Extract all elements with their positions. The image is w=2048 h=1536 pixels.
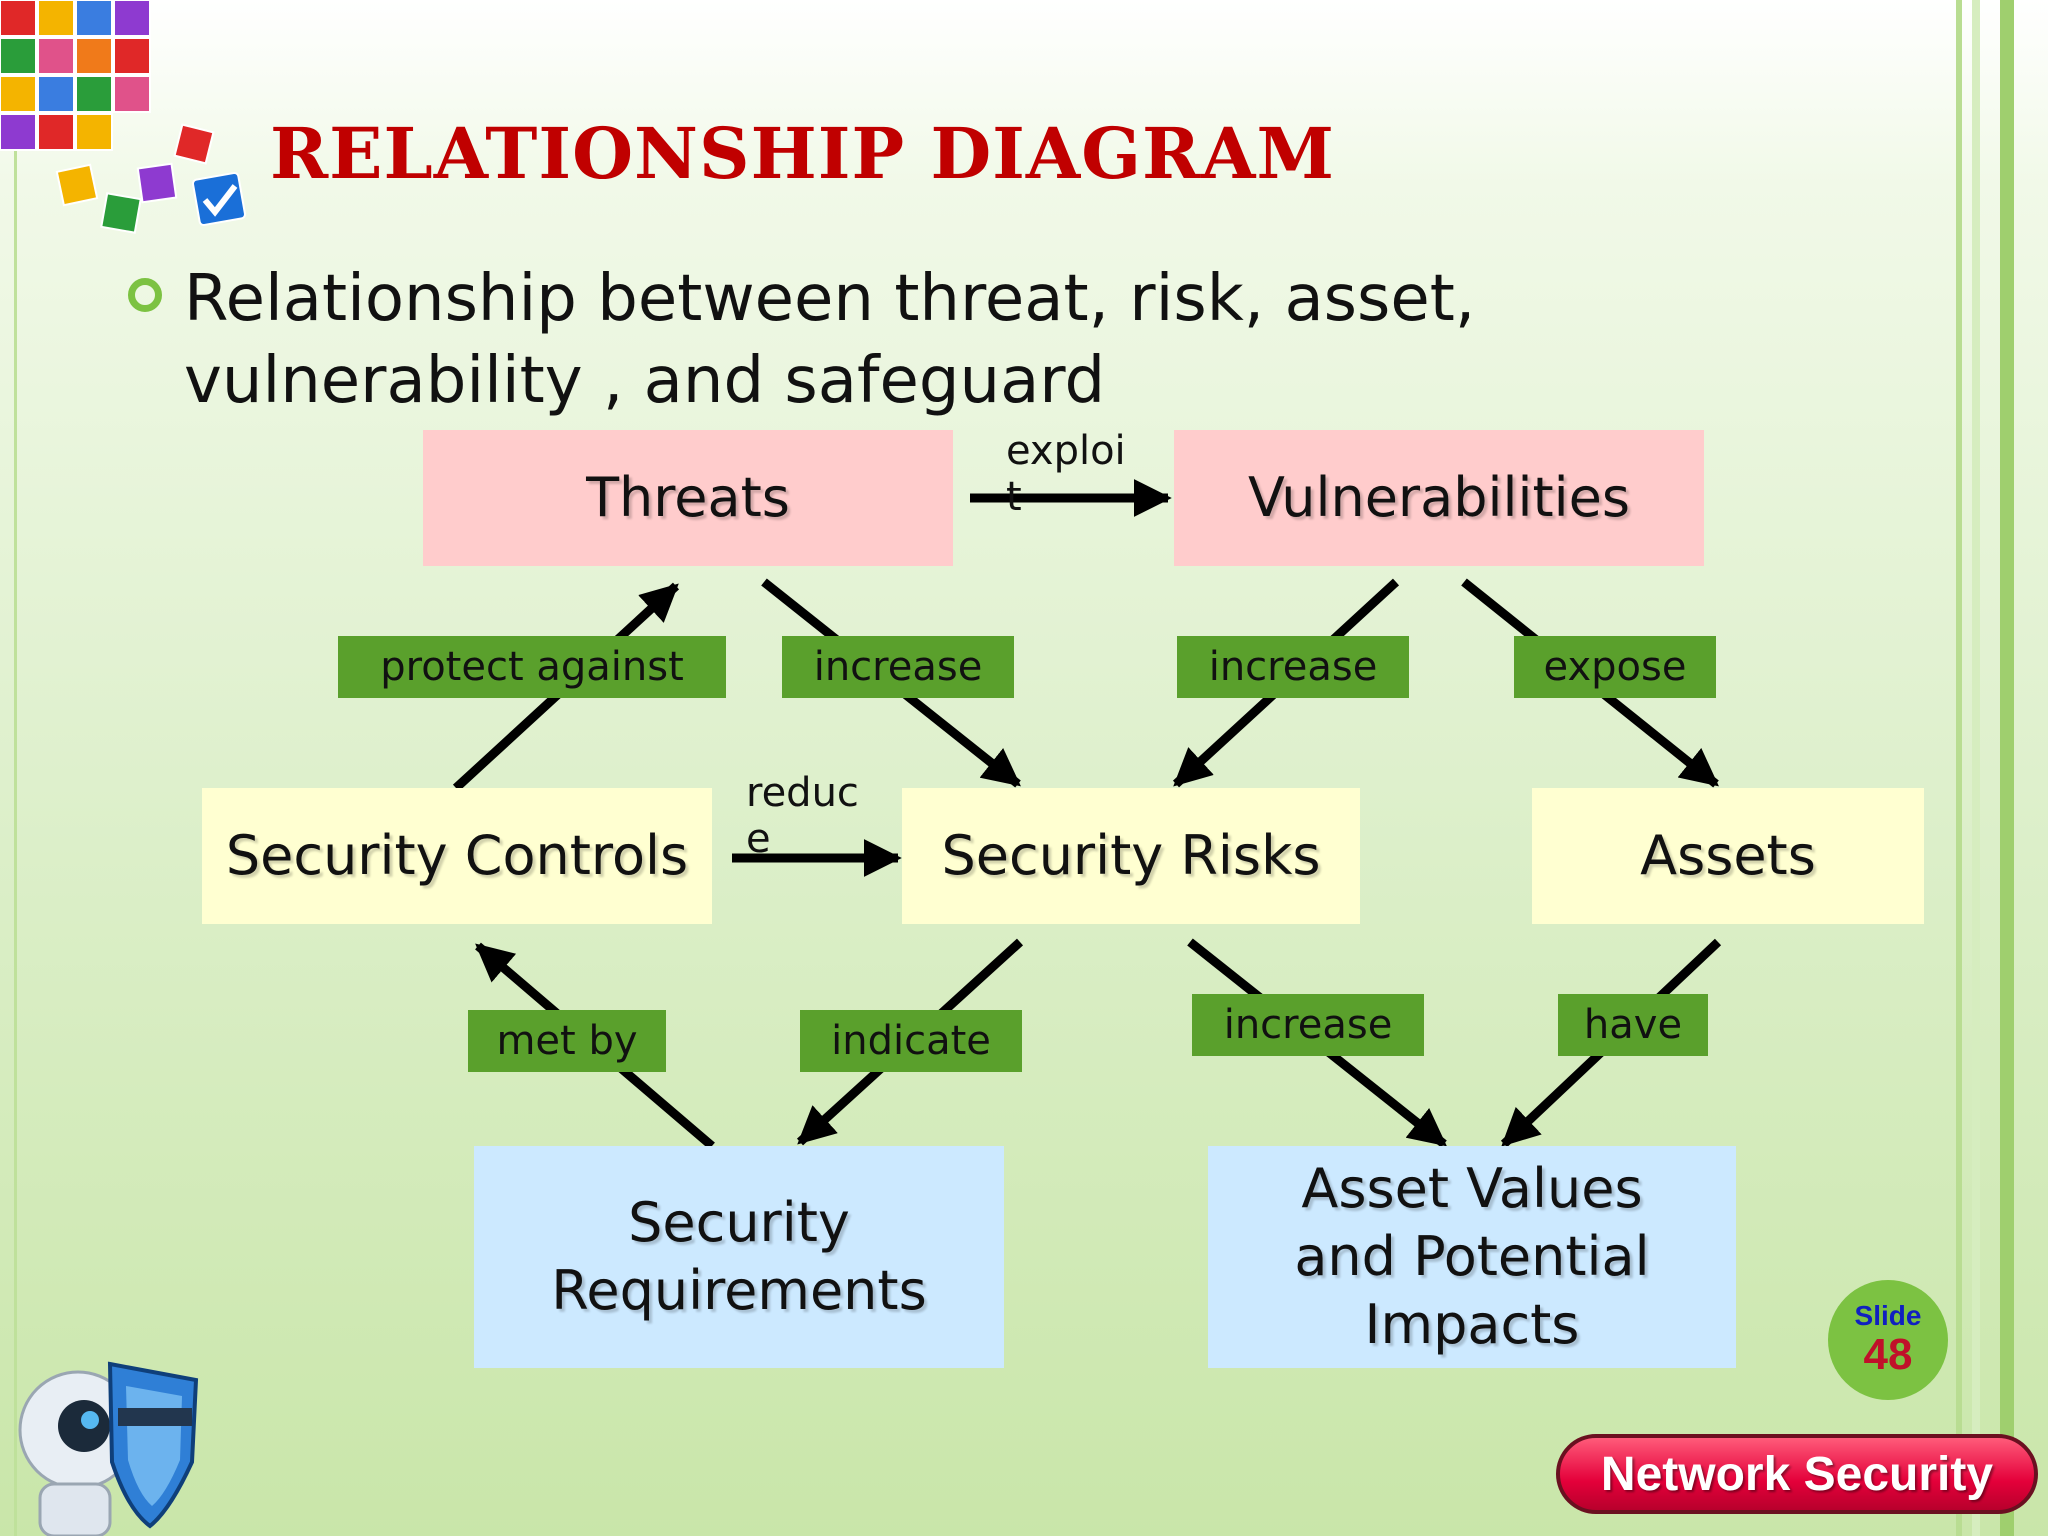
slide-number-badge: Slide 48	[1828, 1280, 1948, 1400]
page-title: RELATIONSHIP DIAGRAM	[270, 112, 1335, 195]
slide-label: Slide	[1854, 1300, 1922, 1331]
node-vulnerabilities: Vulnerabilities	[1174, 430, 1704, 566]
label-increase: increase	[1177, 636, 1409, 698]
node-assets: Assets	[1532, 788, 1924, 924]
label-met-by: met by	[468, 1010, 666, 1072]
left-stripe	[14, 0, 17, 1536]
label-expose: expose	[1514, 636, 1716, 698]
bullet-circle-icon	[128, 278, 162, 312]
node-threats: Threats	[423, 430, 953, 566]
node-security-requirements: Security Requirements	[474, 1146, 1004, 1368]
cubes-logo-icon	[0, 0, 247, 234]
slide-number: 48	[1863, 1330, 1913, 1379]
node-security-controls: Security Controls	[202, 788, 712, 924]
node-asset-values: Asset Values and Potential Impacts	[1208, 1146, 1736, 1368]
right-stripe	[1956, 0, 1962, 1536]
label-protect-against: protect against	[338, 636, 726, 698]
right-stripe	[1972, 0, 1980, 1536]
node-security-risks: Security Risks	[902, 788, 1360, 924]
label-have: have	[1558, 994, 1708, 1056]
bullet-text: Relationship between threat, risk, asset…	[184, 262, 1476, 418]
label-indicate: indicate	[800, 1010, 1022, 1072]
security-robot-icon	[18, 1361, 199, 1536]
right-stripe	[2000, 0, 2014, 1536]
footer-network-security: Network Security	[1556, 1434, 2038, 1514]
label-reduce: reduce	[746, 770, 859, 856]
label-exploit: exploit	[1006, 428, 1126, 516]
label-increase: increase	[782, 636, 1014, 698]
label-increase: increase	[1192, 994, 1424, 1056]
